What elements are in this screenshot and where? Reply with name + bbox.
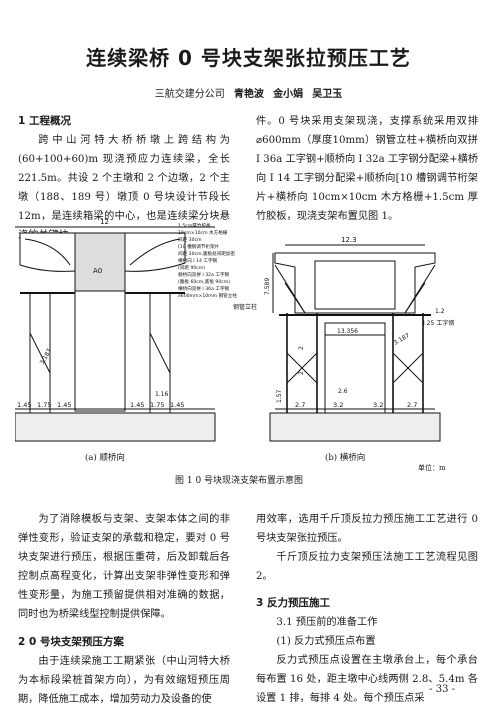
author-name: 金小娟 — [273, 89, 304, 100]
dim-label: I 25 工字钢 — [423, 319, 454, 327]
subsection-heading: 3.1 预压前的准备工作 — [276, 617, 378, 628]
author-org: 三航交建分公司 — [154, 89, 225, 100]
note: ⌀600mm×10mm 钢管立柱 — [178, 292, 237, 299]
block-label: A0 — [93, 267, 102, 275]
dim-label: 2 — [298, 371, 305, 375]
paragraph: 千斤顶反拉力支架预压法施工工艺流程见图 2。 — [256, 552, 478, 582]
dim-label: 13.356 — [337, 328, 358, 335]
paragraph: 为了消除模板与支架、支架本体之间的非弹性变形，验证支架的承载和稳定，要对 0 号… — [18, 514, 230, 620]
section-heading: 3 反力预压施工 — [256, 597, 330, 609]
subcaption-b: (b) 横桥向 — [325, 453, 366, 463]
paragraph: 件。0 号块采用支架现浇，支撑系统采用双排 ⌀600mm（厚度10mm）钢管立柱… — [256, 116, 479, 222]
note: 横桥向 I 14 工字钢 — [178, 257, 218, 264]
dim-label: 12 — [100, 218, 109, 226]
dim-label: 2.7 — [295, 401, 305, 409]
author-line: 三航交建分公司 青艳波 金小娟 吴卫玉 — [0, 85, 497, 100]
support-diagram: 12 A0 3.187 1.16 1.45 1.75 1.45 1.45 1.7… — [14, 218, 454, 442]
dim-label: 2.6 — [338, 388, 348, 395]
section-heading: 2 0 号块支架预压方案 — [18, 636, 124, 648]
note: 10cm×10cm 木方格栅 — [178, 229, 228, 236]
unit-note: 单位：m — [418, 464, 446, 472]
note: 顺桥向双拼 I 32a 工字钢 — [178, 271, 230, 278]
section-heading: 1 工程概况 — [18, 115, 71, 127]
note: 横桥向双拼 I 36a 工字钢 — [178, 285, 230, 292]
dim-label: 1.75 — [37, 401, 51, 409]
page-number: - 33 - — [429, 684, 455, 695]
dim-label: 2.7 — [407, 401, 417, 409]
paragraph: 由于连续梁施工工期紧张（中山河特大桥为本标段梁桩首架方向），为有效缩短预压周期，… — [18, 656, 230, 705]
dim-label: 2 — [298, 346, 305, 350]
dim-label: 1.2 — [435, 308, 445, 315]
note: (间距 90cm) — [178, 264, 205, 271]
dim-label: 7.589 — [264, 278, 271, 295]
figure-1: 12 A0 3.187 1.16 1.45 1.75 1.45 1.45 1.7… — [14, 213, 483, 481]
figure-caption: 图 1 0 号块现浇支架布置示意图 — [175, 476, 304, 486]
paragraph: 用效率，选用千斤顶反拉力预压施工工艺进行 0 号块支架张拉预压。 — [256, 514, 478, 544]
section1-right: 件。0 号块采用支架现浇，支撑系统采用双排 ⌀600mm（厚度10mm）钢管立柱… — [256, 112, 478, 226]
dim-label: 1.16 — [155, 391, 169, 398]
note: 间距 30cm,腹板处间距加密 — [178, 250, 236, 257]
note: 钢管立柱 — [233, 303, 257, 311]
note: [10 槽钢调节桁架片 — [178, 243, 220, 250]
dim-label: 1.75 — [150, 401, 164, 409]
note: (腹板 60cm,底板 90cm) — [178, 278, 230, 285]
author-name: 吴卫玉 — [312, 89, 343, 100]
section-left-bottom: 为了消除模板与支架、支架本体之间的非弹性变形，验证支架的承载和稳定，要对 0 号… — [18, 510, 230, 709]
dim-label: 1.45 — [57, 401, 71, 409]
dim-label: 1.45 — [170, 401, 184, 409]
dim-label: 1.45 — [130, 401, 144, 409]
subcaption-a: (a) 顺桥向 — [85, 453, 125, 463]
dim-label: 3.187 — [393, 332, 412, 347]
note: 间距 30cm — [178, 236, 202, 243]
dim-label: 3.2 — [333, 401, 343, 409]
author-name: 青艳波 — [233, 89, 264, 100]
dim-label: 3.2 — [373, 401, 383, 409]
note: 1.5cm厚竹胶板 — [178, 222, 211, 229]
dim-label: 3.187 — [39, 347, 54, 366]
dim-label: 1.45 — [17, 401, 31, 409]
subsection-heading: (1) 反力式预压点布置 — [276, 636, 376, 647]
dim-label: 12.3 — [341, 236, 357, 244]
paragraph: 反力式预压点设置在主墩承台上，每个承台每布置 16 处，距主墩中心线两侧 2.8… — [256, 655, 478, 704]
dim-label: 1.57 — [276, 389, 283, 403]
page-title: 连续梁桥 0 号块支架张拉预压工艺 — [86, 46, 411, 70]
section-right-bottom: 用效率，选用千斤顶反拉力预压施工工艺进行 0 号块支架张拉预压。 千斤顶反拉力支… — [256, 510, 478, 708]
